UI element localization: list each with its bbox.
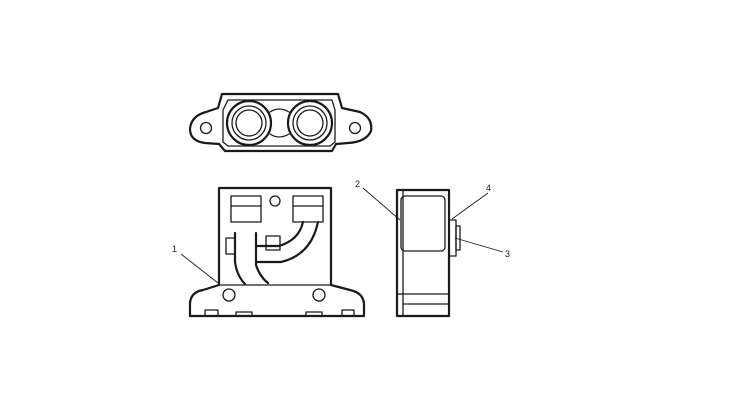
right-bore-outer xyxy=(286,99,334,147)
front-top-bolt-hole xyxy=(269,195,281,207)
callout-3-leader xyxy=(454,237,504,253)
front-view-base-relief xyxy=(204,309,355,317)
top-view xyxy=(188,92,373,153)
callout-1-leader xyxy=(180,253,219,284)
front-internal-passage xyxy=(233,220,320,286)
front-view-outline xyxy=(188,186,366,318)
side-view-pad xyxy=(400,195,446,252)
top-view-outline xyxy=(188,92,373,153)
front-right-upper-port xyxy=(292,195,324,223)
callout-3-label: 3 xyxy=(505,249,510,259)
callout-2-label: 2 xyxy=(355,179,360,189)
left-bore-mid xyxy=(231,105,267,141)
front-left-upper-port xyxy=(230,195,262,223)
side-view-lower-lines xyxy=(396,293,450,305)
left-bore-outer xyxy=(225,99,273,147)
left-ear-hole xyxy=(199,121,213,135)
top-view-inner-outline xyxy=(222,99,336,147)
bore-bridge xyxy=(269,108,290,138)
front-side-port xyxy=(225,237,236,255)
side-view xyxy=(395,188,461,318)
callout-1-label: 1 xyxy=(172,244,177,254)
front-left-bolt-hole xyxy=(222,288,236,302)
right-bore-mid xyxy=(292,105,328,141)
callout-4-leader xyxy=(451,192,489,220)
callouts: 1 2 3 4 xyxy=(172,179,510,284)
right-ear-hole xyxy=(348,121,362,135)
right-bore-inner xyxy=(296,109,324,137)
side-view-outline xyxy=(395,188,451,318)
front-right-bolt-hole xyxy=(312,288,326,302)
front-cross-port xyxy=(265,235,281,251)
front-view xyxy=(188,186,366,318)
callout-2-leader xyxy=(362,187,401,221)
left-bore-inner xyxy=(235,109,263,137)
callout-4-label: 4 xyxy=(486,183,491,193)
